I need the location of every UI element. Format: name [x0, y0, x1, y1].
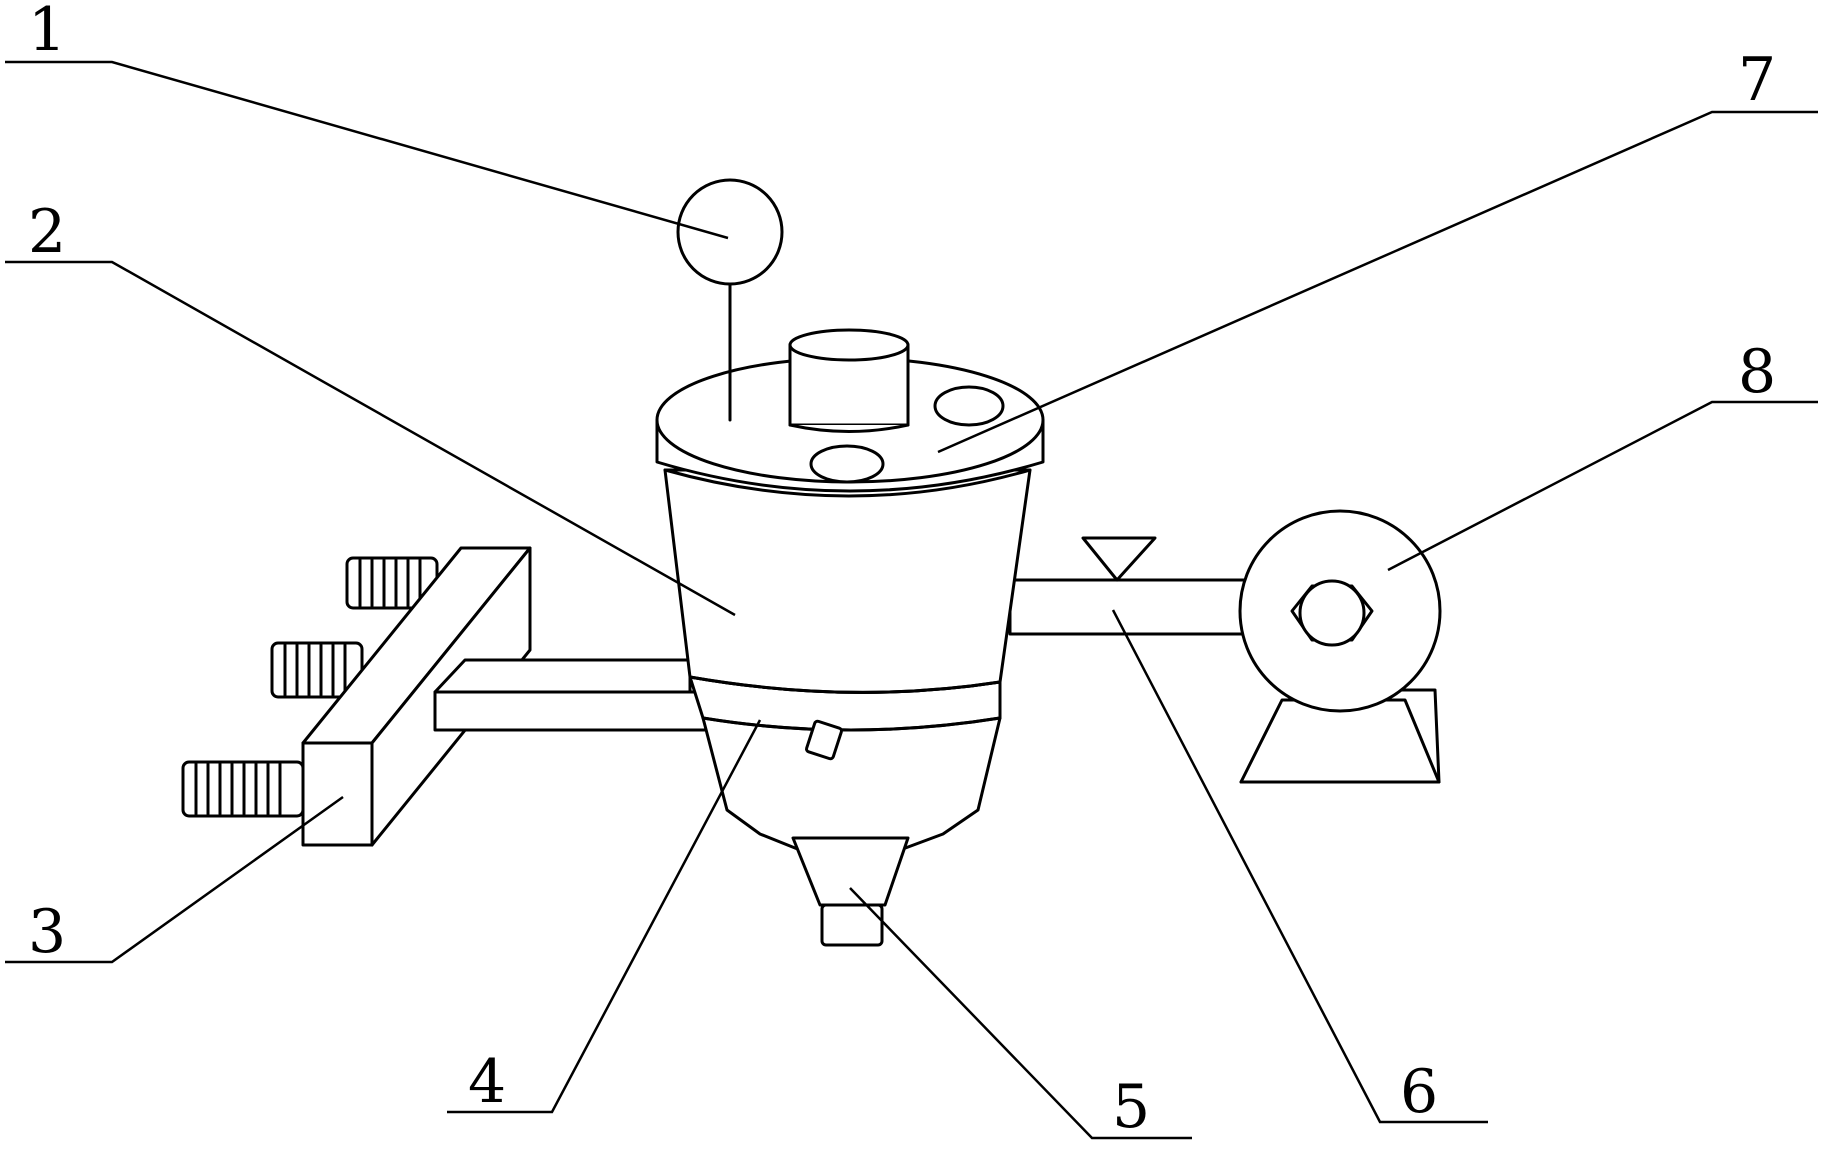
- feed-pipe: [1008, 536, 1272, 636]
- callout-8: 8: [1387, 337, 1818, 572]
- discharge-nozzle: [791, 836, 910, 907]
- callout-number-5: 5: [1112, 1072, 1150, 1142]
- lid-cylinder-port: [788, 328, 910, 433]
- gauge-ball: [676, 178, 784, 286]
- lid-hole-left: [809, 444, 885, 484]
- callout-6: 6: [1111, 609, 1488, 1127]
- callout-4: 4: [447, 719, 762, 1117]
- mounting-bar-assembly: [181, 546, 732, 847]
- support-arm: [433, 658, 732, 732]
- callout-number-4: 4: [468, 1047, 506, 1117]
- callout-1: 1: [5, 0, 729, 240]
- callout-number-8: 8: [1738, 337, 1776, 407]
- ring-latch: [805, 719, 843, 761]
- callout-number-3: 3: [28, 897, 66, 967]
- callout-number-1: 1: [28, 0, 66, 65]
- hopper: [655, 328, 1045, 947]
- bolt-middle: [270, 641, 364, 699]
- callout-2: 2: [5, 197, 736, 617]
- hopper-body: [663, 468, 1032, 694]
- callout-number-6: 6: [1400, 1057, 1438, 1127]
- bolt-bottom: [181, 760, 305, 818]
- callout-number-2: 2: [28, 197, 66, 267]
- motor: [1238, 509, 1442, 784]
- callout-7: 7: [937, 45, 1818, 454]
- callout-number-7: 7: [1738, 45, 1776, 115]
- hopper-lower-cone: [701, 716, 1002, 852]
- gauge: [676, 178, 784, 422]
- callout-5: 5: [849, 887, 1192, 1142]
- lid-hole-right: [933, 385, 1005, 427]
- callout-3: 3: [5, 795, 344, 967]
- pipe-funnel-inlet: [1081, 536, 1157, 582]
